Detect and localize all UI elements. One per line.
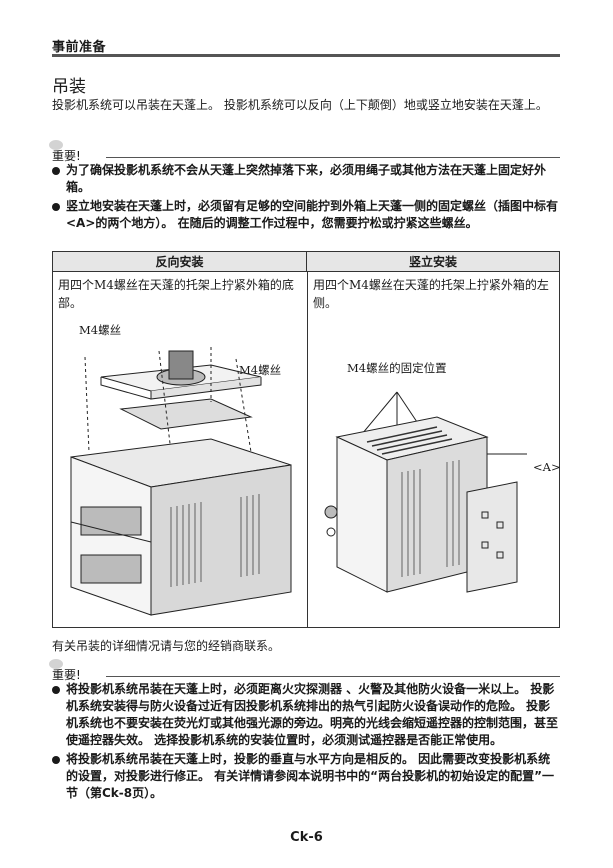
m4-screw-label-a: M4螺丝 bbox=[79, 323, 122, 337]
list-item: 将投影机系统吊装在天蓬上时，投影的垂直与水平方向是相反的。 因此需要改变投影机系… bbox=[52, 751, 562, 802]
list-item: 竖立地安装在天蓬上时，必须留有足够的空间能拧到外箱上天蓬一侧的固定螺丝（插图中标… bbox=[52, 198, 562, 232]
note-icon bbox=[49, 140, 63, 150]
screw-position-label: M4螺丝的固定位置 bbox=[347, 361, 447, 375]
list-item: 为了确保投影机系统不会从天蓬上突然掉落下来，必须用绳子或其他方法在天蓬上固定好外… bbox=[52, 162, 562, 196]
important-list-1: 为了确保投影机系统不会从天蓬上突然掉落下来，必须用绳子或其他方法在天蓬上固定好外… bbox=[52, 162, 562, 234]
bullet-icon bbox=[52, 203, 60, 211]
installation-table: 反向安装 竖立安装 用四个M4螺丝在天蓬的托架上拧紧外箱的底部。 用四个M4螺丝… bbox=[52, 251, 561, 628]
column-header-upright: 竖立安装 bbox=[307, 252, 559, 272]
inverted-description: 用四个M4螺丝在天蓬的托架上拧紧外箱的底部。 bbox=[58, 278, 294, 310]
important-label-2: 重要! bbox=[49, 659, 81, 683]
column-header-inverted: 反向安装 bbox=[53, 252, 307, 272]
list-item: 将投影机系统吊装在天蓬上时，必须距离火灾探测器 、火警及其他防火设备一米以上。 … bbox=[52, 681, 562, 749]
bullet-icon bbox=[52, 756, 60, 764]
intro-paragraph: 投影机系统可以吊装在天蓬上。 投影机系统可以反向（上下颠倒）地或竖立地安装在天蓬… bbox=[52, 98, 548, 112]
page-title: 吊装 bbox=[52, 77, 86, 97]
upright-mount-illustration bbox=[324, 391, 527, 593]
note-rule-2 bbox=[106, 676, 560, 677]
bullet-icon bbox=[52, 686, 60, 694]
note-icon bbox=[49, 659, 63, 669]
inverted-mount-illustration bbox=[70, 347, 292, 616]
section-header: 事前准备 bbox=[52, 40, 107, 55]
important-label-1: 重要! bbox=[49, 140, 81, 164]
dealer-note: 有关吊装的详细情况请与您的经销商联系。 bbox=[52, 639, 281, 653]
page-number: Ck-6 bbox=[290, 830, 323, 845]
point-a-label: <A> bbox=[533, 460, 561, 474]
upright-description: 用四个M4螺丝在天蓬的托架上拧紧外箱的左侧。 bbox=[313, 278, 549, 310]
header-rule bbox=[52, 54, 560, 57]
note-rule-1 bbox=[106, 157, 560, 158]
bullet-icon bbox=[52, 167, 60, 175]
column-divider bbox=[307, 272, 308, 627]
m4-screw-label-b: M4螺丝 bbox=[239, 363, 282, 377]
important-list-2: 将投影机系统吊装在天蓬上时，必须距离火灾探测器 、火警及其他防火设备一米以上。 … bbox=[52, 681, 562, 804]
